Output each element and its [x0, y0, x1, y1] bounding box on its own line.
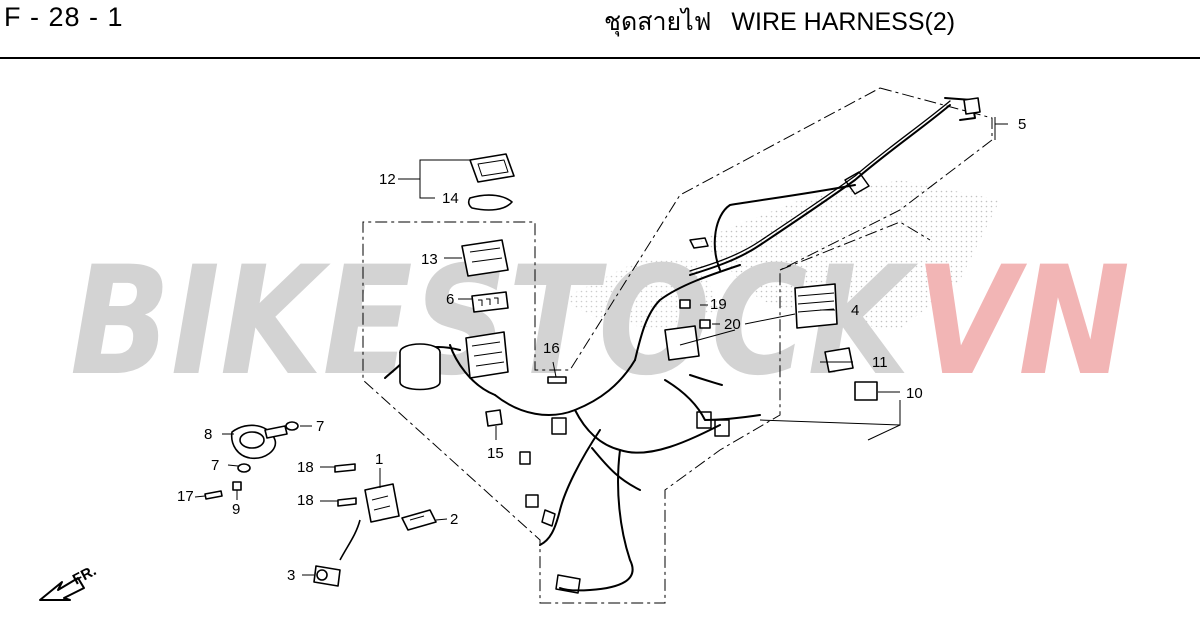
callout-7a: 7: [316, 418, 324, 435]
part-6-fuse-holder: [471, 291, 509, 313]
part-17-bolt: [204, 490, 223, 500]
part-5-harness-connector: [963, 97, 981, 115]
main-fuse-block: [465, 331, 509, 379]
part-15-connector: [485, 409, 503, 427]
callout-6: 6: [446, 291, 454, 308]
callout-16: 16: [543, 340, 560, 357]
header-rule: [0, 57, 1200, 59]
callout-10: 10: [906, 385, 923, 402]
part-4-cover: [794, 283, 838, 329]
part-10-relay: [854, 381, 878, 401]
part-16-bolt: [547, 376, 567, 384]
part-11-relay: [824, 347, 854, 373]
part-3-plug-cap: [313, 565, 341, 587]
callout-9: 9: [232, 501, 240, 518]
callouts: 1 2 3 4 5 6 7 7 8 9 10 11 12 13 14 15 16…: [177, 116, 1026, 584]
group-boundaries: [362, 87, 993, 604]
parts: [204, 97, 981, 587]
watermark-part2: VN: [915, 235, 1130, 409]
callout-4: 4: [851, 302, 859, 319]
callout-17: 17: [177, 488, 194, 505]
callout-13: 13: [421, 251, 438, 268]
part-8-horn: [230, 424, 288, 460]
part-20-fuse: [699, 319, 711, 329]
callout-15: 15: [487, 445, 504, 462]
page-code: F - 28 - 1: [4, 2, 124, 32]
callout-18b: 18: [297, 492, 314, 509]
part-7-grommets: [237, 421, 299, 473]
callout-12: 12: [379, 171, 396, 188]
part-2-clip: [401, 509, 437, 531]
leader-lines: [194, 117, 1008, 576]
callout-14: 14: [442, 190, 459, 207]
part-18-bolts: [334, 463, 357, 507]
battery-capacitor: [399, 343, 441, 391]
part-19-fuse: [679, 299, 691, 309]
title-english: WIRE HARNESS(2): [731, 8, 956, 36]
callout-1: 1: [375, 451, 383, 468]
page-title: ชุดสายไฟ WIRE HARNESS(2): [604, 2, 955, 42]
callout-11: 11: [872, 354, 888, 371]
front-marker: FR.: [39, 562, 99, 601]
title-thai: ชุดสายไฟ: [604, 8, 712, 36]
callout-19: 19: [710, 296, 727, 313]
part-1-ignition-coil: [339, 483, 400, 561]
callout-18a: 18: [297, 459, 314, 476]
part-14-gasket: [467, 194, 513, 211]
callout-5: 5: [1018, 116, 1026, 133]
stipple-shading: [560, 180, 1000, 330]
callout-20: 20: [724, 316, 741, 333]
relay-block: [664, 325, 700, 361]
part-13-fuse-box: [461, 239, 509, 277]
callout-2: 2: [450, 511, 458, 528]
part-12-cover: [469, 153, 515, 183]
callout-7b: 7: [211, 457, 219, 474]
front-arrow-icon: [39, 577, 85, 601]
callout-8: 8: [204, 426, 212, 443]
part-9-collar: [232, 481, 242, 491]
main-harness-boundary: [362, 87, 993, 604]
callout-3: 3: [287, 567, 295, 584]
